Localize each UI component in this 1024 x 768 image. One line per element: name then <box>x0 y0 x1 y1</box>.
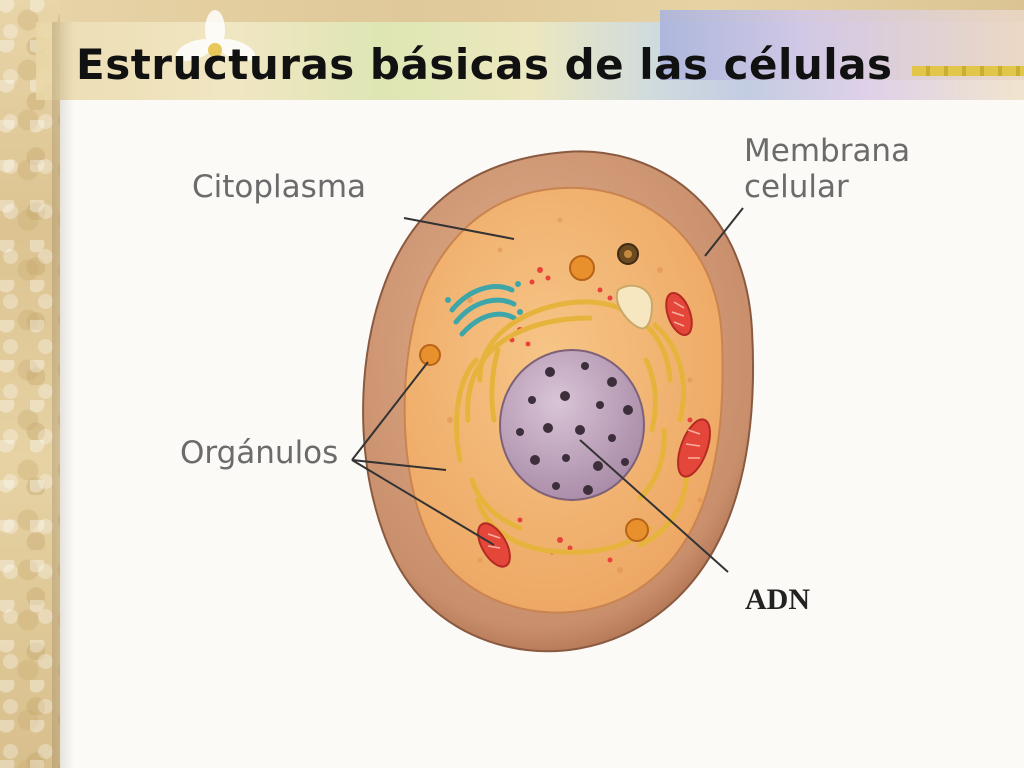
lysosome <box>419 344 441 366</box>
slide-title: Estructuras básicas de las células <box>76 40 893 89</box>
membrana-leader-line <box>704 207 744 257</box>
golgi-apparatus <box>445 281 523 337</box>
lysosome <box>625 518 649 542</box>
dna-chromatin <box>516 362 633 495</box>
citoplasma-label: Citoplasma <box>192 169 367 205</box>
membrana-celular-label: Membrana celular <box>744 133 911 205</box>
paper-texture-left <box>0 0 60 768</box>
organulos-label: Orgánulos <box>180 435 339 471</box>
cytoplasm-granules <box>447 217 703 573</box>
peroxisome-core <box>624 250 632 258</box>
vacuole <box>615 284 654 330</box>
leader-lines <box>351 207 744 573</box>
endoplasmic-reticulum <box>454 299 690 555</box>
title-stripe-decoration <box>912 66 1024 76</box>
slide-shadow-edge <box>52 22 74 768</box>
organulos-leader-line-3 <box>351 459 495 546</box>
adn-label: ADN <box>745 583 810 616</box>
membrana-label-line2: celular <box>744 168 849 205</box>
adn-leader-line <box>579 439 729 573</box>
mitochondria-cristae <box>487 301 701 549</box>
lysosome <box>569 255 595 281</box>
flower-decoration-icon <box>175 10 256 61</box>
citoplasma-leader-line <box>403 217 515 240</box>
organulos-leader-line-1 <box>351 361 429 461</box>
membrana-label-line1: Membrana <box>744 133 911 169</box>
organulos-leader-line-2 <box>351 459 447 471</box>
